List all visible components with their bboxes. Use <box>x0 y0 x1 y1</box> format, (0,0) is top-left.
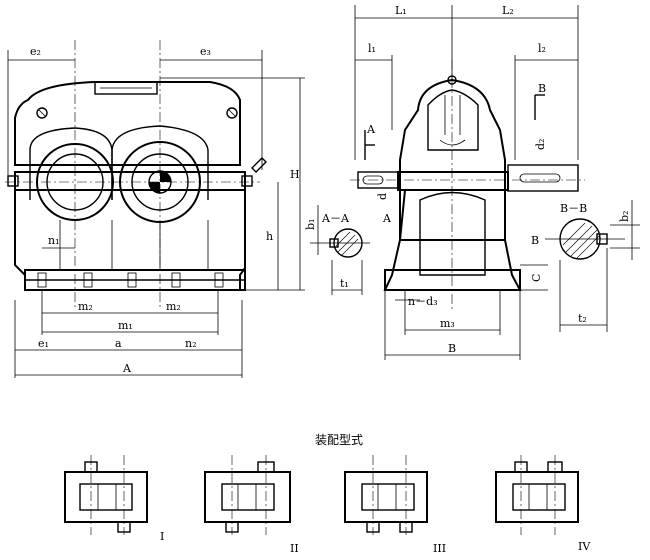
type-IV-label: IV <box>578 540 591 553</box>
n-d3-label: n－d₃ <box>408 295 438 308</box>
h-label: h <box>266 230 273 243</box>
A-section-mark-side: A <box>382 212 392 225</box>
assembly-type-2: II <box>204 455 299 555</box>
L2-label: L₂ <box>502 4 514 17</box>
assembly-types-caption: 装配型式 <box>315 433 363 447</box>
l1-label: l₁ <box>368 42 376 55</box>
m3-label: m₃ <box>440 317 455 330</box>
t1-label: t₁ <box>340 277 349 290</box>
m2-left-label: m₂ <box>78 300 93 313</box>
e3-label: e₃ <box>200 45 211 58</box>
section-BB-label: B－B <box>560 202 587 215</box>
side-view: L₁ L₂ l₁ l₂ A A d <box>350 4 585 360</box>
section-A-A: A－A b₁ t₁ <box>304 205 370 295</box>
assembly-type-4: IV <box>495 455 591 553</box>
front-view: e₂ e₃ H h n₁ m₂ m₂ m₁ e₁ a n₂ A <box>5 40 305 378</box>
A-label: A <box>122 362 132 375</box>
e2-label: e₂ <box>30 45 41 58</box>
assembly-type-1: I <box>64 455 164 543</box>
B-label: B <box>448 342 456 355</box>
assembly-type-3: III <box>344 455 446 555</box>
d-label: d <box>376 193 389 200</box>
section-AA-label: A－A <box>321 212 350 225</box>
m2-right-label: m₂ <box>166 300 181 313</box>
L1-label: L₁ <box>395 4 407 17</box>
n2-label: n₂ <box>185 337 197 350</box>
A-section-mark-top: A <box>366 123 376 136</box>
type-I-label: I <box>160 530 164 543</box>
n1-label: n₁ <box>48 234 60 247</box>
section-B-B: B－B B b₂ t₂ <box>531 200 640 332</box>
H-label: H <box>290 168 300 181</box>
b1-label: b₁ <box>304 219 317 230</box>
B-section-mark-side: B <box>531 234 539 247</box>
d2-label: d₂ <box>534 139 547 150</box>
e1-label: e₁ <box>38 337 49 350</box>
m1-label: m₁ <box>118 319 133 332</box>
type-III-label: III <box>433 542 446 555</box>
B-section-mark-top: B <box>538 82 546 95</box>
t2-label: t₂ <box>578 312 587 325</box>
l2-label: l₂ <box>538 42 546 55</box>
C-label: C <box>530 274 543 282</box>
type-II-label: II <box>290 542 299 555</box>
b2-label: b₂ <box>618 211 631 222</box>
a-label: a <box>115 337 122 350</box>
